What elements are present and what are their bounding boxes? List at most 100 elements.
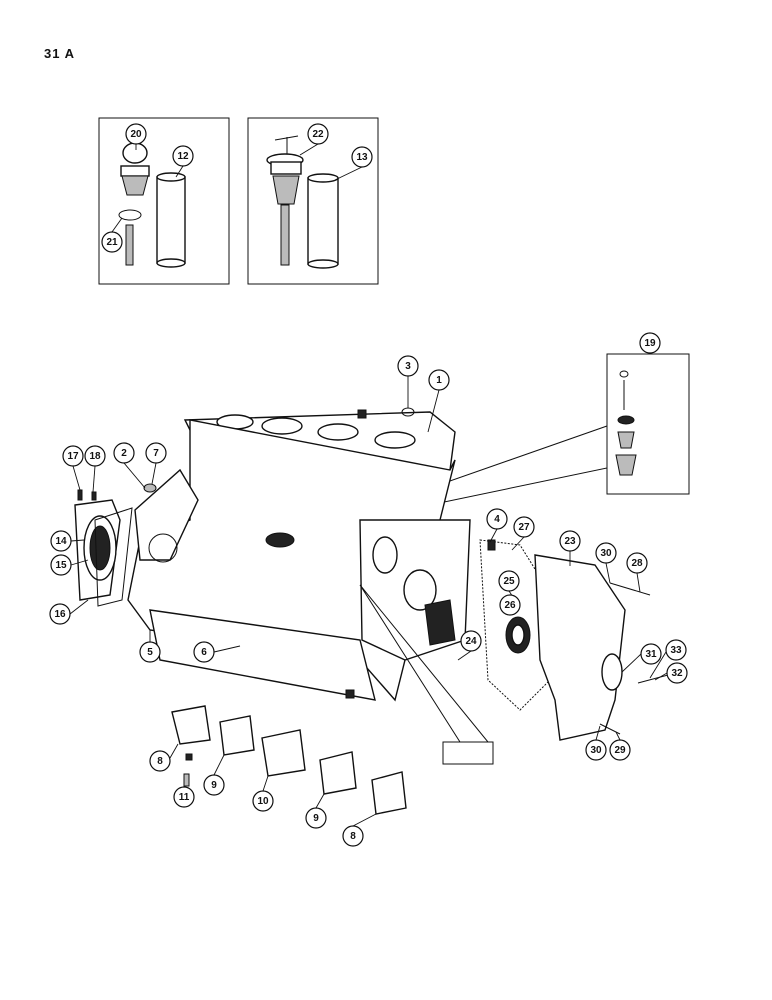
callout-circle <box>113 442 135 464</box>
callout-circle <box>585 739 607 761</box>
callout-circle <box>203 774 225 796</box>
callout-23: 23 <box>559 530 581 552</box>
callout-circle <box>428 369 450 391</box>
callout-32: 32 <box>666 662 688 684</box>
callout-circle <box>49 603 71 625</box>
callout-circle <box>307 123 329 145</box>
callout-number: 8 <box>350 831 356 842</box>
callout-circle <box>193 641 215 663</box>
callout-circle <box>173 786 195 808</box>
callout-15: 15 <box>50 554 72 576</box>
callout-11: 11 <box>173 786 195 808</box>
callout-number: 18 <box>89 451 101 462</box>
callout-number: 8 <box>157 756 163 767</box>
callout-number: 16 <box>54 609 66 620</box>
callout-1: 1 <box>428 369 450 391</box>
callout-26: 26 <box>499 594 521 616</box>
page-number: 31 A <box>44 46 75 61</box>
callout-number: 7 <box>153 448 159 459</box>
callout-circle <box>639 332 661 354</box>
callout-circle <box>460 630 482 652</box>
callout-5: 5 <box>139 641 161 663</box>
callout-circle <box>486 508 508 530</box>
callout-number: 24 <box>465 636 477 647</box>
callout-number: 1 <box>436 375 442 386</box>
callout-circle <box>498 570 520 592</box>
callout-2: 2 <box>113 442 135 464</box>
callout-circle <box>397 355 419 377</box>
callout-number: 20 <box>130 129 142 140</box>
callout-8: 8 <box>149 750 171 772</box>
callout-4: 4 <box>486 508 508 530</box>
callout-circle <box>342 825 364 847</box>
cylinder-block <box>127 407 494 765</box>
callout-circle <box>149 750 171 772</box>
callout-number: 10 <box>257 796 269 807</box>
callout-8b: 8 <box>342 825 364 847</box>
callout-circle <box>499 594 521 616</box>
callout-number: 4 <box>494 514 500 525</box>
callout-number: 23 <box>564 536 576 547</box>
callout-21: 21 <box>101 231 123 253</box>
callout-number: 27 <box>518 522 530 533</box>
callout-circle <box>513 516 535 538</box>
callout-16: 16 <box>49 603 71 625</box>
callout-circle <box>626 552 648 574</box>
callout-number: 30 <box>590 745 602 756</box>
main-bearing-caps <box>171 705 407 815</box>
callout-number: 9 <box>211 780 217 791</box>
rear-seal-assembly <box>74 483 157 607</box>
callout-number: 12 <box>177 151 189 162</box>
callout-number: 21 <box>106 237 118 248</box>
callout-27: 27 <box>513 516 535 538</box>
callout-7: 7 <box>145 442 167 464</box>
callout-number: 25 <box>503 576 515 587</box>
callout-25: 25 <box>498 570 520 592</box>
callout-circle <box>609 739 631 761</box>
callout-9: 9 <box>203 774 225 796</box>
callout-circle <box>351 146 373 168</box>
callout-29: 29 <box>609 739 631 761</box>
callout-6: 6 <box>193 641 215 663</box>
callout-13: 13 <box>351 146 373 168</box>
callout-circle <box>101 231 123 253</box>
callout-circle <box>252 790 274 812</box>
callout-number: 17 <box>67 451 79 462</box>
callout-circle <box>50 554 72 576</box>
callout-number: 13 <box>356 152 368 163</box>
callout-circle <box>595 542 617 564</box>
callout-19: 19 <box>639 332 661 354</box>
callout-number: 2 <box>121 448 127 459</box>
callout-circle <box>125 123 147 145</box>
callout-14: 14 <box>50 530 72 552</box>
callout-24: 24 <box>460 630 482 652</box>
callout-30: 30 <box>595 542 617 564</box>
callout-number: 9 <box>313 813 319 824</box>
callout-circle <box>665 639 687 661</box>
inset-box-detail-19 <box>309 353 690 531</box>
leader-lines <box>69 143 668 827</box>
callout-20: 20 <box>125 123 147 145</box>
callout-number: 15 <box>55 560 67 571</box>
callout-9b: 9 <box>305 807 327 829</box>
callout-31: 31 <box>640 643 662 665</box>
callout-number: 3 <box>405 361 411 372</box>
callout-number: 31 <box>645 649 657 660</box>
callout-circle <box>139 641 161 663</box>
callout-number: 19 <box>644 338 656 349</box>
inset-box-left <box>98 117 230 285</box>
callout-circle <box>84 445 106 467</box>
callout-number: 26 <box>504 600 516 611</box>
callout-30b: 30 <box>585 739 607 761</box>
callout-number: 33 <box>670 645 682 656</box>
callout-number: 30 <box>600 548 612 559</box>
callout-3: 3 <box>397 355 419 377</box>
timing-cover-assembly <box>479 539 669 741</box>
callout-number: 22 <box>312 129 324 140</box>
callout-10: 10 <box>252 790 274 812</box>
callout-circle <box>172 145 194 167</box>
callout-22: 22 <box>307 123 329 145</box>
callout-12: 12 <box>172 145 194 167</box>
